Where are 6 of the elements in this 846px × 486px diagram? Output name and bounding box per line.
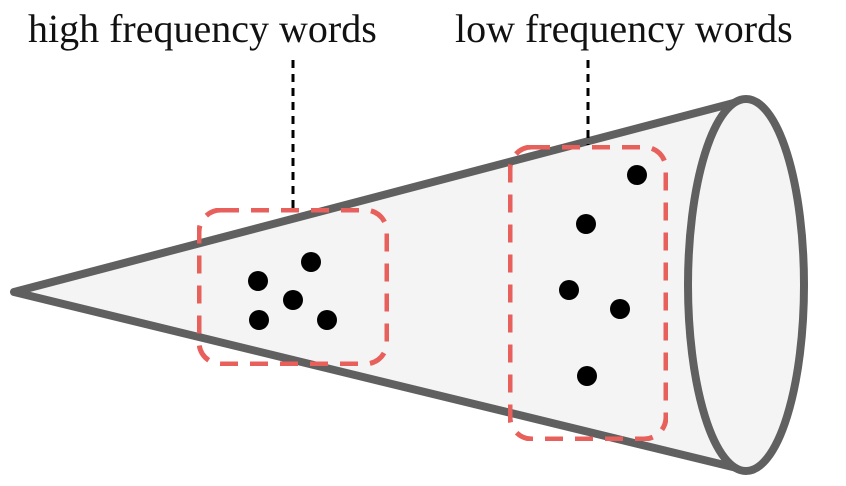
label-text: low frequency words: [455, 6, 793, 56]
leader-line: [292, 60, 294, 208]
highlight-region: [508, 145, 668, 441]
highlight-region: [197, 208, 389, 366]
label-text: high frequency words: [28, 6, 377, 56]
leader-line: [586, 60, 590, 145]
